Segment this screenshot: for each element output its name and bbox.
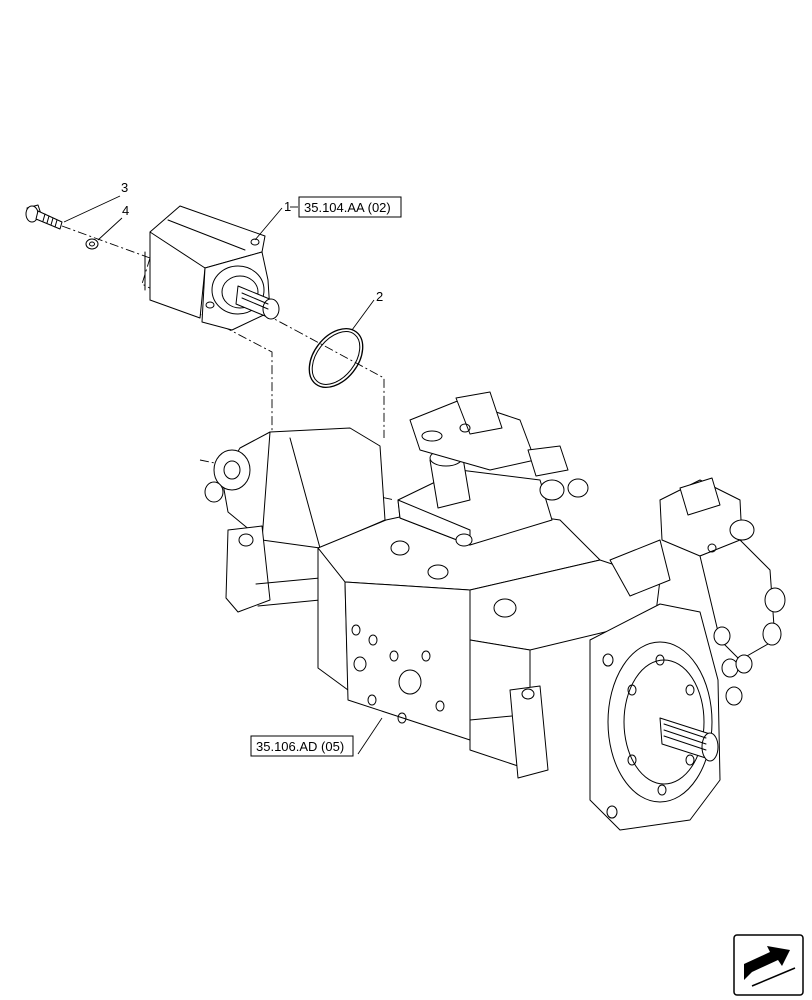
o-ring-part-2[interactable] bbox=[298, 318, 373, 397]
reference-box-bottom[interactable]: 35.106.AD (05) bbox=[250, 735, 354, 757]
callout-1: 1 bbox=[284, 199, 291, 214]
reference-label-bottom: 35.106.AD (05) bbox=[256, 739, 344, 754]
reference-box-top[interactable]: 35.104.AA (02) bbox=[298, 196, 402, 218]
gear-pump-part-1[interactable] bbox=[144, 205, 280, 331]
cap-screw-part-3[interactable] bbox=[25, 204, 63, 230]
callout-4: 4 bbox=[122, 203, 129, 218]
reference-label-top: 35.104.AA (02) bbox=[304, 200, 391, 215]
washer-part-4[interactable] bbox=[85, 238, 99, 250]
main-hydraulic-pump-assembly bbox=[204, 391, 786, 831]
callout-3: 3 bbox=[121, 180, 128, 195]
next-page-arrow-icon[interactable] bbox=[733, 934, 804, 996]
callouts: 3 4 1 2 bbox=[121, 180, 383, 304]
leader-lines bbox=[63, 195, 383, 755]
callout-2: 2 bbox=[376, 289, 383, 304]
